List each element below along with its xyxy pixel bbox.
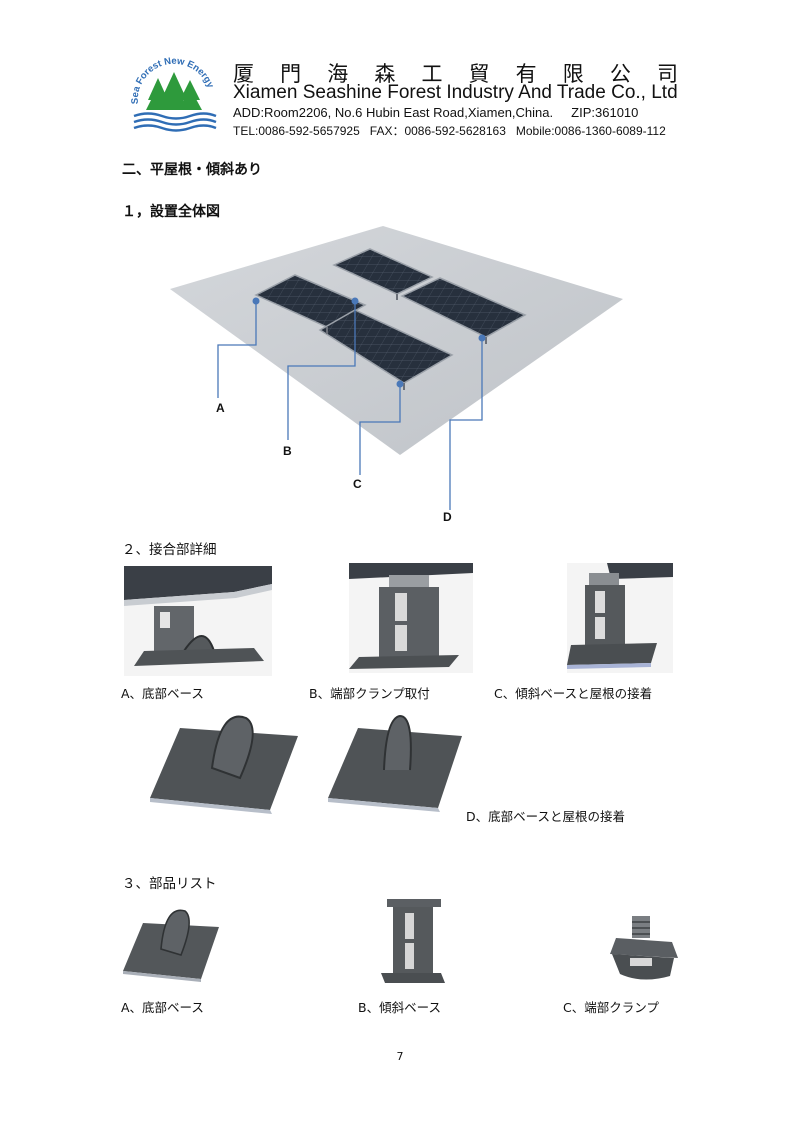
joint-a-image <box>124 566 272 676</box>
joint-a-caption: A、底部ベース <box>121 686 204 701</box>
company-name-char: 有 <box>515 62 537 86</box>
page-number: 7 <box>396 1050 404 1063</box>
section-title: 二、平屋根・傾斜あり <box>122 162 262 178</box>
part-b-image <box>381 899 445 983</box>
company-name-char: 限 <box>562 62 584 86</box>
overview-heading: １，設置全体図 <box>122 204 220 220</box>
company-name-char: 貿 <box>468 62 490 86</box>
company-name-jp: 厦門海森工貿有限公司 <box>233 58 678 88</box>
callout-c: C <box>353 477 362 491</box>
joint-d-image-1 <box>150 715 298 814</box>
company-name-char: 公 <box>609 62 631 86</box>
part-a-image <box>123 909 219 982</box>
part-a-caption: A、底部ベース <box>121 1000 204 1015</box>
company-name-char: 工 <box>421 62 443 86</box>
parts-heading: ３、部品リスト <box>122 876 217 892</box>
callout-b: B <box>283 444 292 458</box>
company-name-char: 海 <box>327 62 349 86</box>
part-c-image <box>610 916 678 980</box>
callout-leaders <box>217 301 483 510</box>
company-name-en: Xiamen Seashine Forest Industry And Trad… <box>233 82 678 103</box>
company-name-char: 司 <box>656 62 678 86</box>
callout-d: D <box>443 510 452 524</box>
company-address: ADD:Room2206, No.6 Hubin East Road,Xiame… <box>233 105 639 120</box>
part-c-caption: C、端部クランプ <box>563 1000 659 1015</box>
solar-panel-array <box>254 248 527 390</box>
joint-b-image <box>349 563 473 673</box>
joint-c-image <box>567 563 673 673</box>
company-logo: Sea Forest New Energy <box>130 56 217 132</box>
joint-d-caption: D、底部ベースと屋根の接着 <box>466 809 626 824</box>
callout-a: A <box>216 401 225 415</box>
joint-b-caption: B、端部クランプ取付 <box>309 686 430 701</box>
part-b-caption: B、傾斜ベース <box>358 1000 441 1015</box>
joints-heading: ２、接合部詳細 <box>122 542 217 558</box>
joint-d-image-2 <box>328 714 462 812</box>
company-name-char: 門 <box>280 62 302 86</box>
joint-c-caption: C、傾斜ベースと屋根の接着 <box>494 686 653 701</box>
company-name-char: 森 <box>374 62 396 86</box>
company-name-char: 厦 <box>233 62 254 86</box>
company-contact: TEL:0086-592-5657925 FAX：0086-592-562816… <box>233 124 666 138</box>
installation-overview-diagram <box>170 226 623 510</box>
